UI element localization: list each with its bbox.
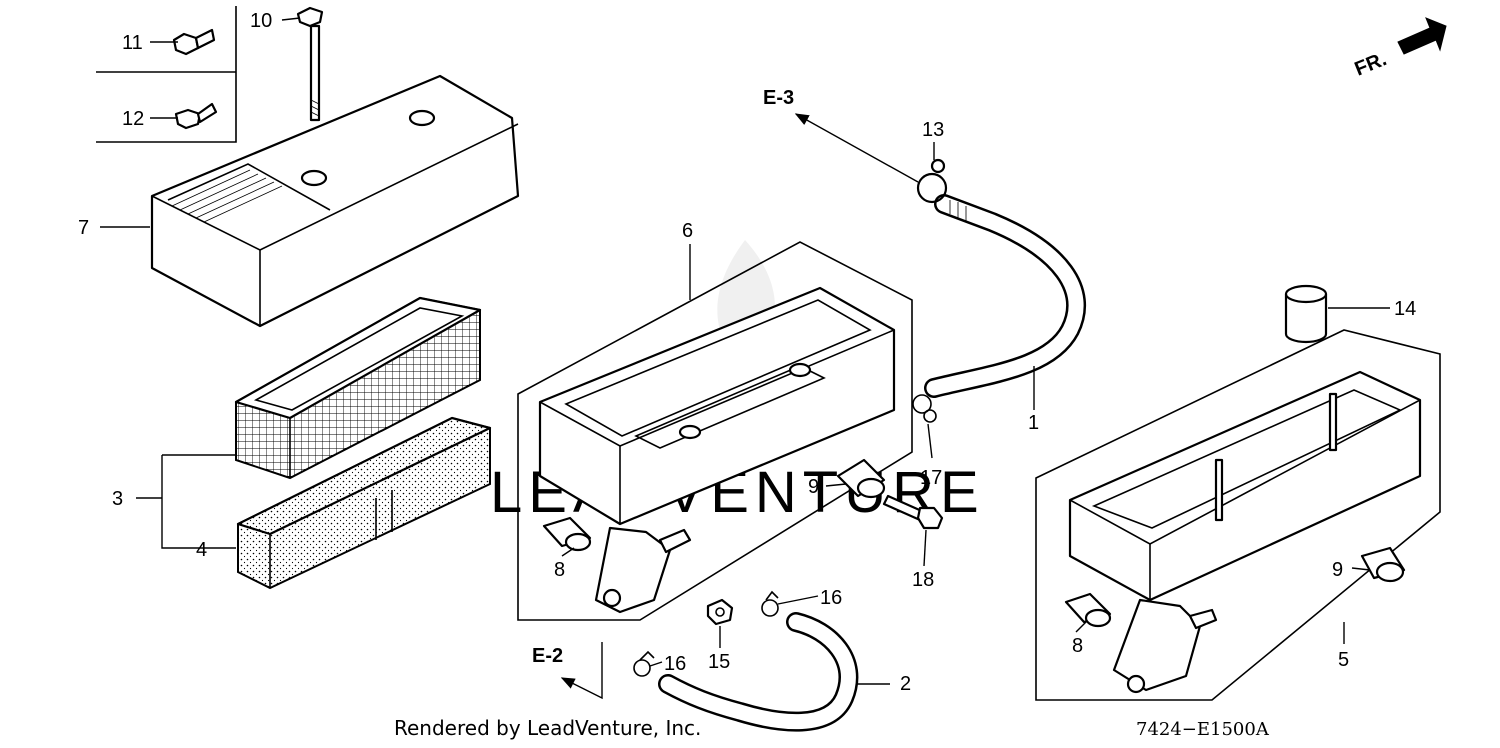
- group-box-5: [1035, 329, 1441, 701]
- collar-9-right: [1360, 546, 1406, 583]
- flange-bolt-18: [882, 494, 944, 530]
- reference-e2: E-2: [532, 642, 603, 700]
- callout-13: 13: [922, 119, 944, 141]
- air-cleaner-case-6: [538, 286, 896, 614]
- callout-8-right: 8: [1072, 635, 1083, 657]
- callout-12: 12: [122, 108, 144, 130]
- diagram-code: 7424−E1500A: [1136, 719, 1269, 740]
- foam-prefilter-4: [236, 416, 492, 590]
- leader-lines: [100, 17, 1390, 685]
- front-arrow-icon: [1397, 17, 1447, 55]
- front-direction-label: FR.: [1352, 48, 1390, 80]
- callout-9-right: 9: [1332, 559, 1343, 581]
- callout-3: 3: [112, 488, 123, 510]
- reference-e2-label: E-2: [532, 645, 563, 667]
- group-box-6: [517, 241, 913, 621]
- callout-1: 1: [1028, 412, 1039, 434]
- wing-nut-12-icon: [174, 102, 218, 130]
- collar-8-left: [542, 516, 592, 552]
- callout-18: 18: [912, 569, 934, 591]
- callout-4: 4: [196, 539, 207, 561]
- breather-tube-1: [924, 194, 1087, 398]
- render-credit: Rendered by LeadVenture, Inc.: [394, 716, 702, 740]
- tube-clip-13: [916, 158, 948, 204]
- wing-nut-11-icon: [172, 28, 216, 56]
- callout-8-left: 8: [554, 559, 565, 581]
- callout-15: 15: [708, 651, 730, 673]
- collar-8-right: [1064, 592, 1112, 628]
- alternate-nut-inset: [96, 6, 237, 143]
- callout-9-left: 9: [808, 476, 819, 498]
- callout-2: 2: [900, 673, 911, 695]
- hose-clip-16-upper: [761, 590, 779, 617]
- nut-15: [706, 598, 734, 626]
- wing-bolt-10: [296, 6, 324, 122]
- callout-5: 5: [1338, 649, 1349, 671]
- collar-9-left: [836, 458, 886, 499]
- hose-clip-16-lower: [633, 650, 655, 677]
- callout-6: 6: [682, 220, 693, 242]
- callout-14: 14: [1394, 298, 1416, 320]
- collar-14: [1284, 284, 1328, 344]
- callout-10: 10: [250, 10, 272, 32]
- callout-11: 11: [122, 32, 143, 54]
- drain-tube-2: [658, 612, 859, 732]
- reference-e3-label: E-3: [763, 87, 794, 109]
- callout-16-upper: 16: [820, 587, 842, 609]
- callouts: 1 2 3 4 5 6 7 8 8 9 9 10 11 12 13 14 15 …: [78, 10, 1416, 695]
- reference-e3: E-3: [763, 87, 919, 183]
- callout-16-lower: 16: [664, 653, 686, 675]
- callout-7: 7: [78, 217, 89, 239]
- air-cleaner-case-5: [1068, 370, 1422, 694]
- air-cleaner-cover-7: [150, 74, 520, 328]
- front-direction-indicator: FR.: [1352, 17, 1447, 81]
- callout-17: 17: [920, 467, 942, 489]
- filter-element-3: [234, 296, 482, 480]
- tube-clip-17: [912, 394, 937, 423]
